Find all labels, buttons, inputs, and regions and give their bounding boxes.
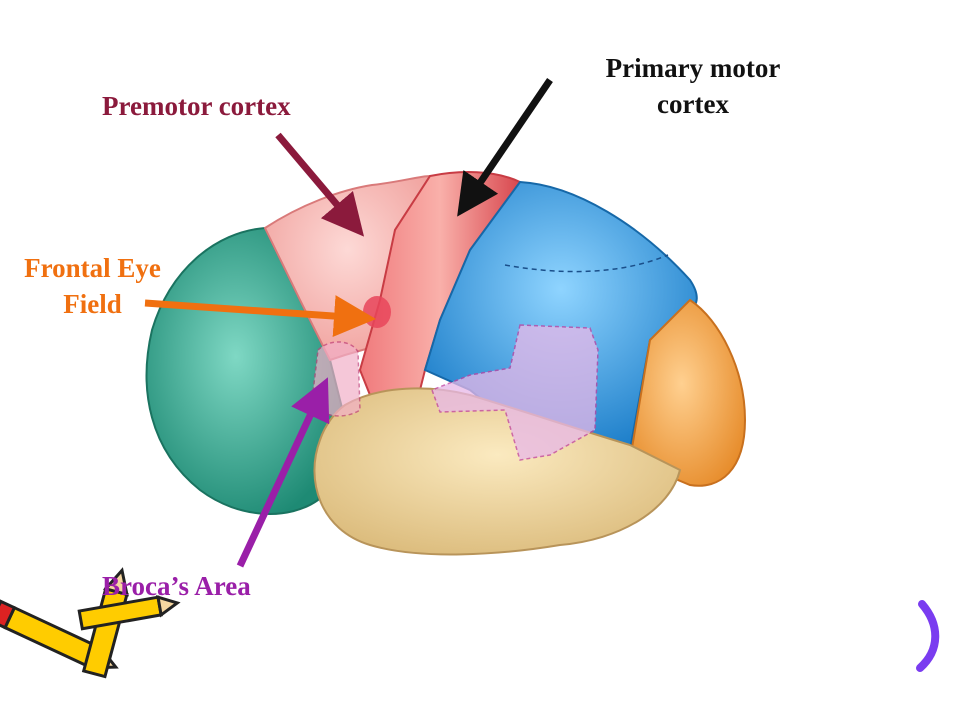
frontal-eye-field-label: Frontal Eye Field: [24, 253, 161, 319]
primary-motor-region: [358, 171, 522, 397]
premotor-cortex-label: Premotor cortex: [102, 91, 291, 121]
frontal-eye-field-spot: [363, 296, 391, 328]
primary-motor-arrow: [457, 78, 553, 217]
occipital-region: [628, 298, 747, 487]
premotor-arrow: [275, 132, 365, 237]
frontal-eye-arrow: [144, 295, 376, 338]
parietal-boundary-line: [504, 254, 669, 273]
bracket-decoration-icon: [916, 600, 940, 672]
pencils-clipart-icon: [0, 567, 181, 679]
broca-area-region: [311, 341, 361, 417]
brocas-area-label: Broca’s Area: [102, 571, 251, 601]
broca-arrow: [236, 377, 330, 568]
wernicke-region: [431, 324, 599, 461]
primary-motor-cortex-label: Primary motor cortex: [605, 53, 781, 119]
